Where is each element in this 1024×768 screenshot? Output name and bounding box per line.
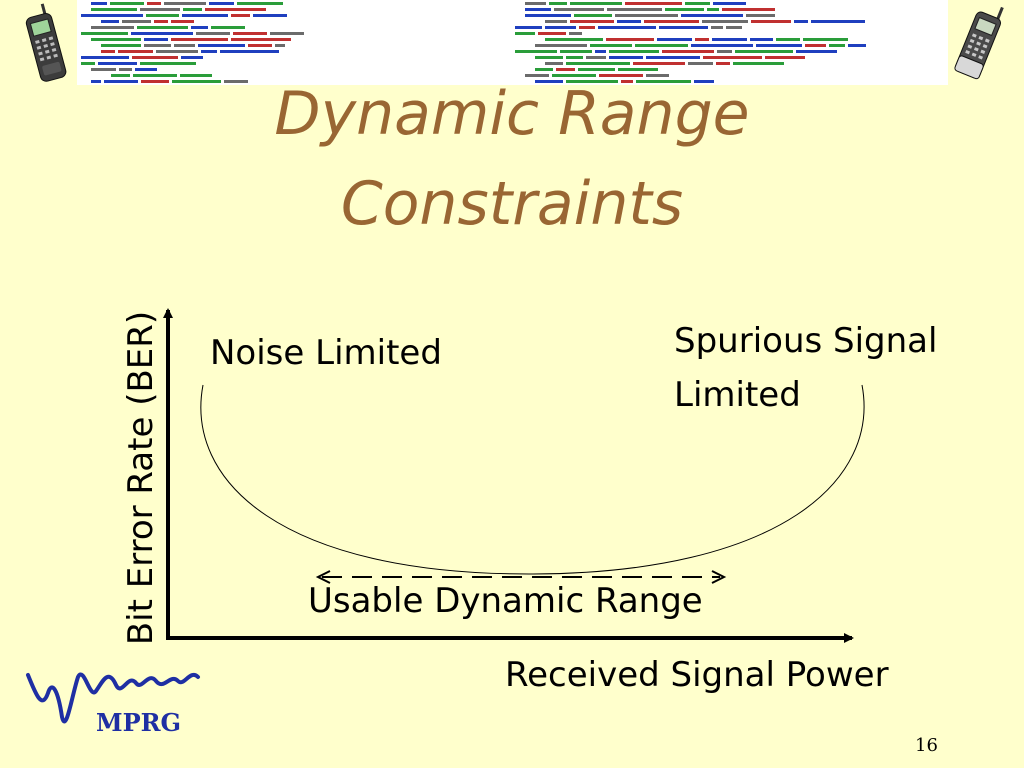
noise-limited-label: Noise Limited <box>210 333 442 373</box>
range-arrowhead-left <box>315 570 331 584</box>
usable-dynamic-range-label: Usable Dynamic Range <box>308 581 703 621</box>
cell-phone-icon <box>954 6 1004 80</box>
range-arrowhead-right <box>711 570 727 584</box>
x-axis-label: Received Signal Power <box>505 655 889 695</box>
mprg-logo-text: MPRG <box>96 708 182 737</box>
spurious-signal-label: Spurious Signal <box>674 321 938 361</box>
ber-curve <box>200 384 865 575</box>
spurious-signal-label-continued: Limited <box>674 375 801 415</box>
code-listing-right <box>515 0 920 85</box>
cell-phone-icon <box>25 3 67 82</box>
code-listing-banner <box>77 0 948 85</box>
y-axis-label: Bit Error Rate (BER) <box>121 310 161 646</box>
slide-title-line-1: Dynamic Range <box>274 79 750 149</box>
mprg-logo <box>26 672 200 724</box>
page-number: 16 <box>915 735 938 756</box>
code-listing-left <box>81 0 486 85</box>
slide-title-line-2: Constraints <box>340 169 684 239</box>
